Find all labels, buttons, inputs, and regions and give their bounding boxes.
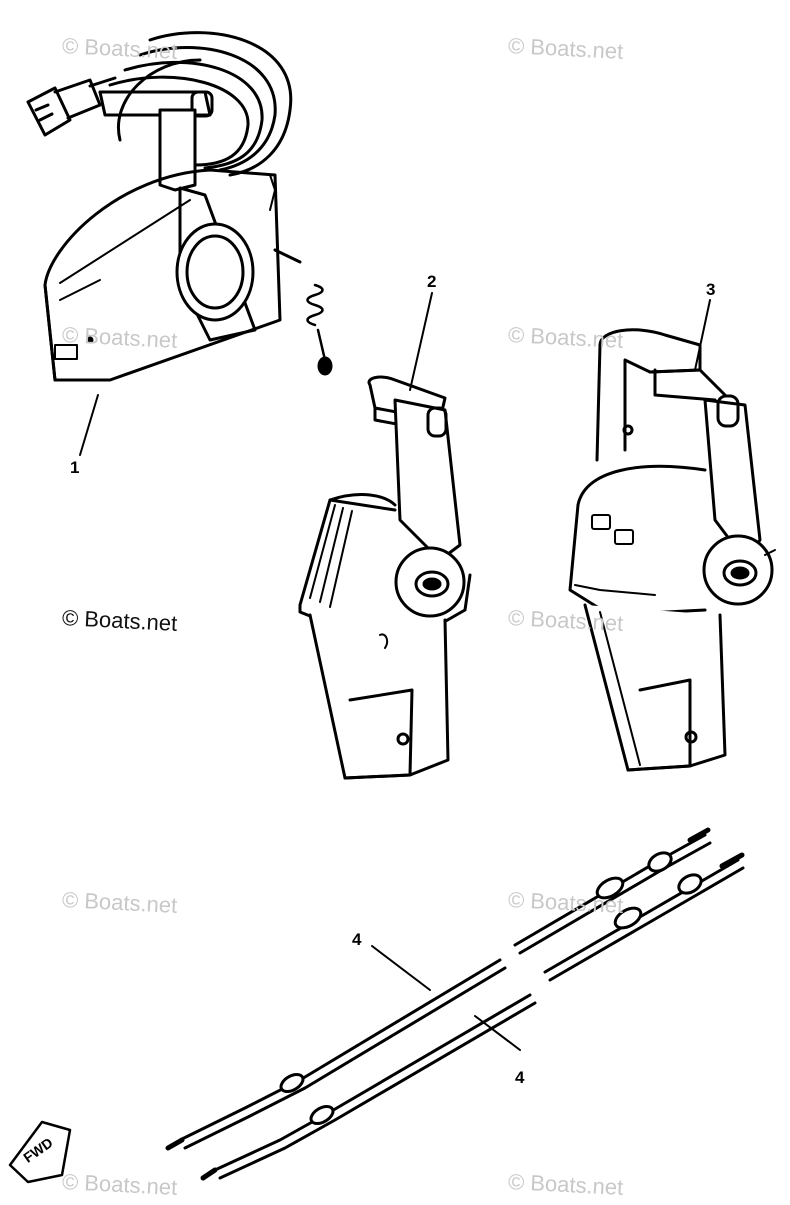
leader-line-2 xyxy=(409,292,433,391)
callout-part-4-upper: 4 xyxy=(352,930,362,949)
callout-part-3: 3 xyxy=(706,280,716,299)
fwd-tag xyxy=(8,1120,72,1184)
side-mount-control-box xyxy=(26,31,333,456)
callout-part-2: 2 xyxy=(427,272,437,291)
callout-part-4-lower: 4 xyxy=(515,1068,525,1087)
control-cables xyxy=(165,827,745,1181)
dual-lever-control xyxy=(568,299,776,772)
callout-part-1: 1 xyxy=(70,458,80,477)
single-lever-control xyxy=(298,375,472,780)
